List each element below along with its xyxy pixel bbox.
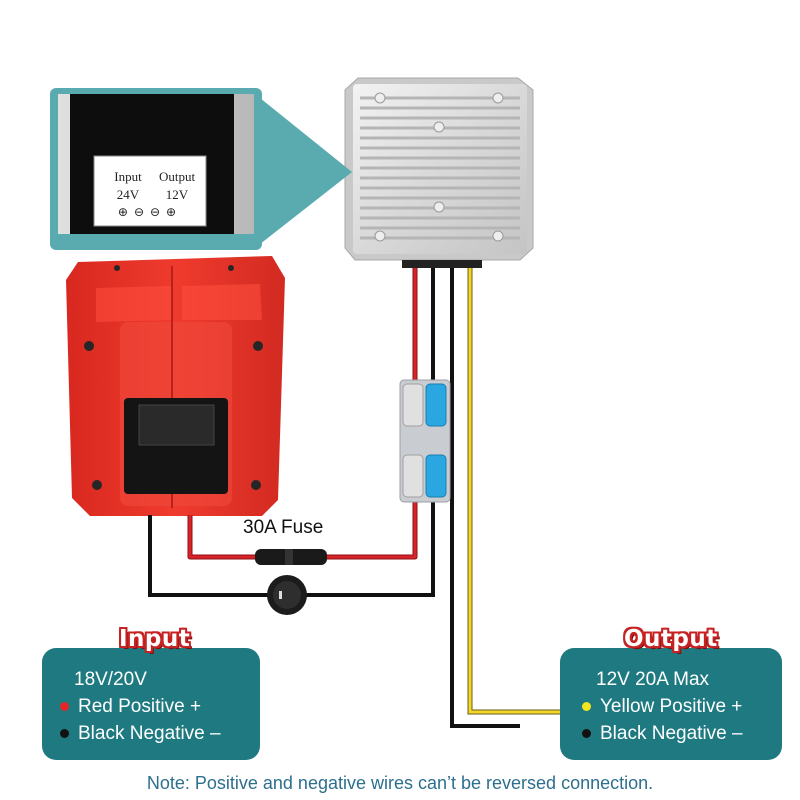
output-yellow-row: Yellow Positive + [582,693,743,720]
input-red-wire [187,268,418,560]
output-yellow-wire [467,268,560,715]
output-black-row: Black Negative – [582,720,743,747]
input-black-wire [148,268,435,597]
input-voltage-text: 18V/20V [74,669,147,690]
fuse-label: 30A Fuse [243,517,324,538]
black-dot-icon [60,729,69,738]
input-title: Input [119,626,191,652]
red-positive-label: Red Positive + [78,696,202,717]
callout-input-label: Input [114,169,142,184]
label-callout [50,88,352,250]
polarity-note: Note: Positive and negative wires can’t … [146,773,654,793]
input-red-row: Red Positive + [60,693,221,720]
callout-output-label: Output [158,169,196,184]
output-title: Output [624,626,718,652]
input-box [42,648,260,760]
inline-fuse [255,549,327,565]
red-dot-icon [60,702,69,711]
input-voltage: 18V/20V [60,666,221,693]
input-text: 18V/20V Red Positive + Black Negative – [60,666,221,747]
battery-screws [84,265,263,490]
output-box [560,648,782,760]
lever-connectors [399,379,451,503]
heatsink-fins [360,96,520,240]
yellow-positive-label: Yellow Positive + [600,696,743,717]
battery-adapter [66,256,285,516]
yellow-dot-icon [582,702,591,711]
output-rating: 12V 20A Max [582,666,743,693]
converter-module [344,77,534,268]
input-black-row: Black Negative – [60,720,221,747]
mounting-screws [374,92,504,242]
output-rating-text: 12V 20A Max [596,669,710,690]
output-black-negative-label: Black Negative – [600,723,743,744]
black-negative-label: Black Negative – [78,723,221,744]
output-black-wire [450,268,520,728]
rocker-switch [267,575,307,615]
black-dot-icon [582,729,591,738]
callout-output-voltage: 12V [165,187,189,202]
output-text: 12V 20A Max Yellow Positive + Black Nega… [582,666,743,747]
callout-terminal-symbols: ⊕⊖⊖⊕ [117,205,183,219]
callout-input-voltage: 24V [116,187,140,202]
